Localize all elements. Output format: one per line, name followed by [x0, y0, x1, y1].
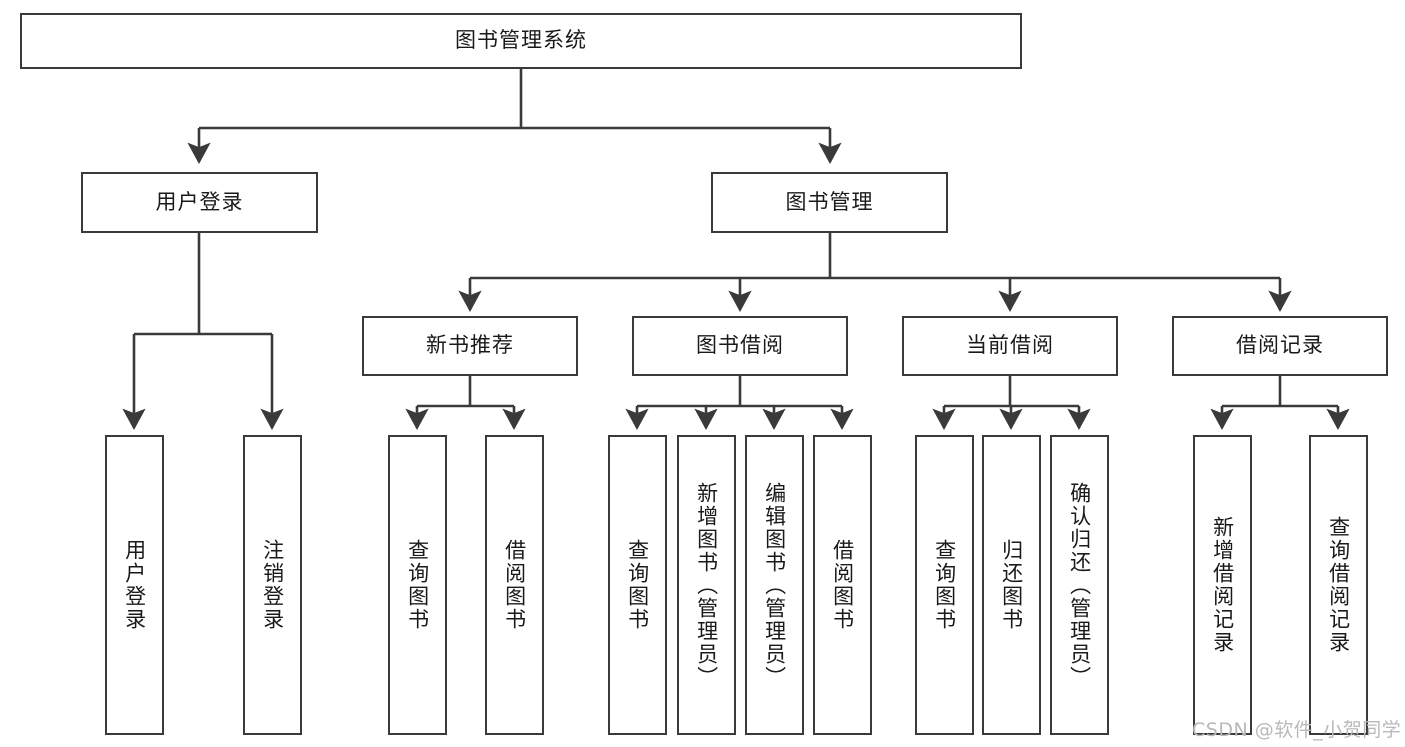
node-user-login[interactable]: 用户登录 [81, 172, 318, 233]
leaf-book-borrow-edit-label: 编辑图书（管理员） [762, 481, 787, 689]
leaf-current-borrow-query-label: 查询图书 [932, 539, 957, 631]
leaf-current-borrow-return-label: 归还图书 [999, 539, 1024, 631]
leaf-current-borrow-return[interactable]: 归还图书 [982, 435, 1041, 735]
leaf-user-login-login[interactable]: 用户登录 [105, 435, 164, 735]
leaf-user-login-logout-label: 注销登录 [260, 539, 285, 631]
node-new-book-recommend[interactable]: 新书推荐 [362, 316, 578, 376]
leaf-borrow-record-add-label: 新增借阅记录 [1210, 516, 1235, 654]
leaf-user-login-login-label: 用户登录 [122, 539, 147, 631]
node-borrow-record-label: 借阅记录 [1236, 333, 1324, 358]
watermark: CSDN @软件_小贺同学 [1192, 719, 1402, 741]
node-root-label: 图书管理系统 [455, 28, 587, 53]
leaf-current-borrow-confirm[interactable]: 确认归还（管理员） [1050, 435, 1109, 735]
leaf-user-login-logout[interactable]: 注销登录 [243, 435, 302, 735]
leaf-borrow-record-query[interactable]: 查询借阅记录 [1309, 435, 1368, 735]
leaf-new-book-query-label: 查询图书 [405, 539, 430, 631]
node-book-management-label: 图书管理 [785, 189, 874, 214]
leaf-book-borrow-edit[interactable]: 编辑图书（管理员） [745, 435, 804, 735]
leaf-borrow-record-add[interactable]: 新增借阅记录 [1193, 435, 1252, 735]
node-book-borrow-label: 图书借阅 [696, 333, 784, 358]
leaf-new-book-borrow-label: 借阅图书 [502, 539, 527, 631]
leaf-new-book-query[interactable]: 查询图书 [388, 435, 447, 735]
leaf-book-borrow-add[interactable]: 新增图书（管理员） [677, 435, 736, 735]
leaf-book-borrow-query-label: 查询图书 [625, 539, 650, 631]
leaf-book-borrow-borrow-label: 借阅图书 [830, 539, 855, 631]
leaf-new-book-borrow[interactable]: 借阅图书 [485, 435, 544, 735]
leaf-book-borrow-query[interactable]: 查询图书 [608, 435, 667, 735]
leaf-book-borrow-add-label: 新增图书（管理员） [694, 481, 719, 689]
node-user-login-label: 用户登录 [155, 189, 244, 214]
node-borrow-record[interactable]: 借阅记录 [1172, 316, 1388, 376]
node-current-borrow[interactable]: 当前借阅 [902, 316, 1118, 376]
node-new-book-recommend-label: 新书推荐 [426, 333, 514, 358]
leaf-book-borrow-borrow[interactable]: 借阅图书 [813, 435, 872, 735]
node-book-management[interactable]: 图书管理 [711, 172, 948, 233]
leaf-borrow-record-query-label: 查询借阅记录 [1326, 516, 1351, 654]
node-book-borrow[interactable]: 图书借阅 [632, 316, 848, 376]
node-current-borrow-label: 当前借阅 [966, 333, 1054, 358]
node-root[interactable]: 图书管理系统 [20, 13, 1022, 69]
leaf-current-borrow-confirm-label: 确认归还（管理员） [1067, 481, 1092, 689]
leaf-current-borrow-query[interactable]: 查询图书 [915, 435, 974, 735]
